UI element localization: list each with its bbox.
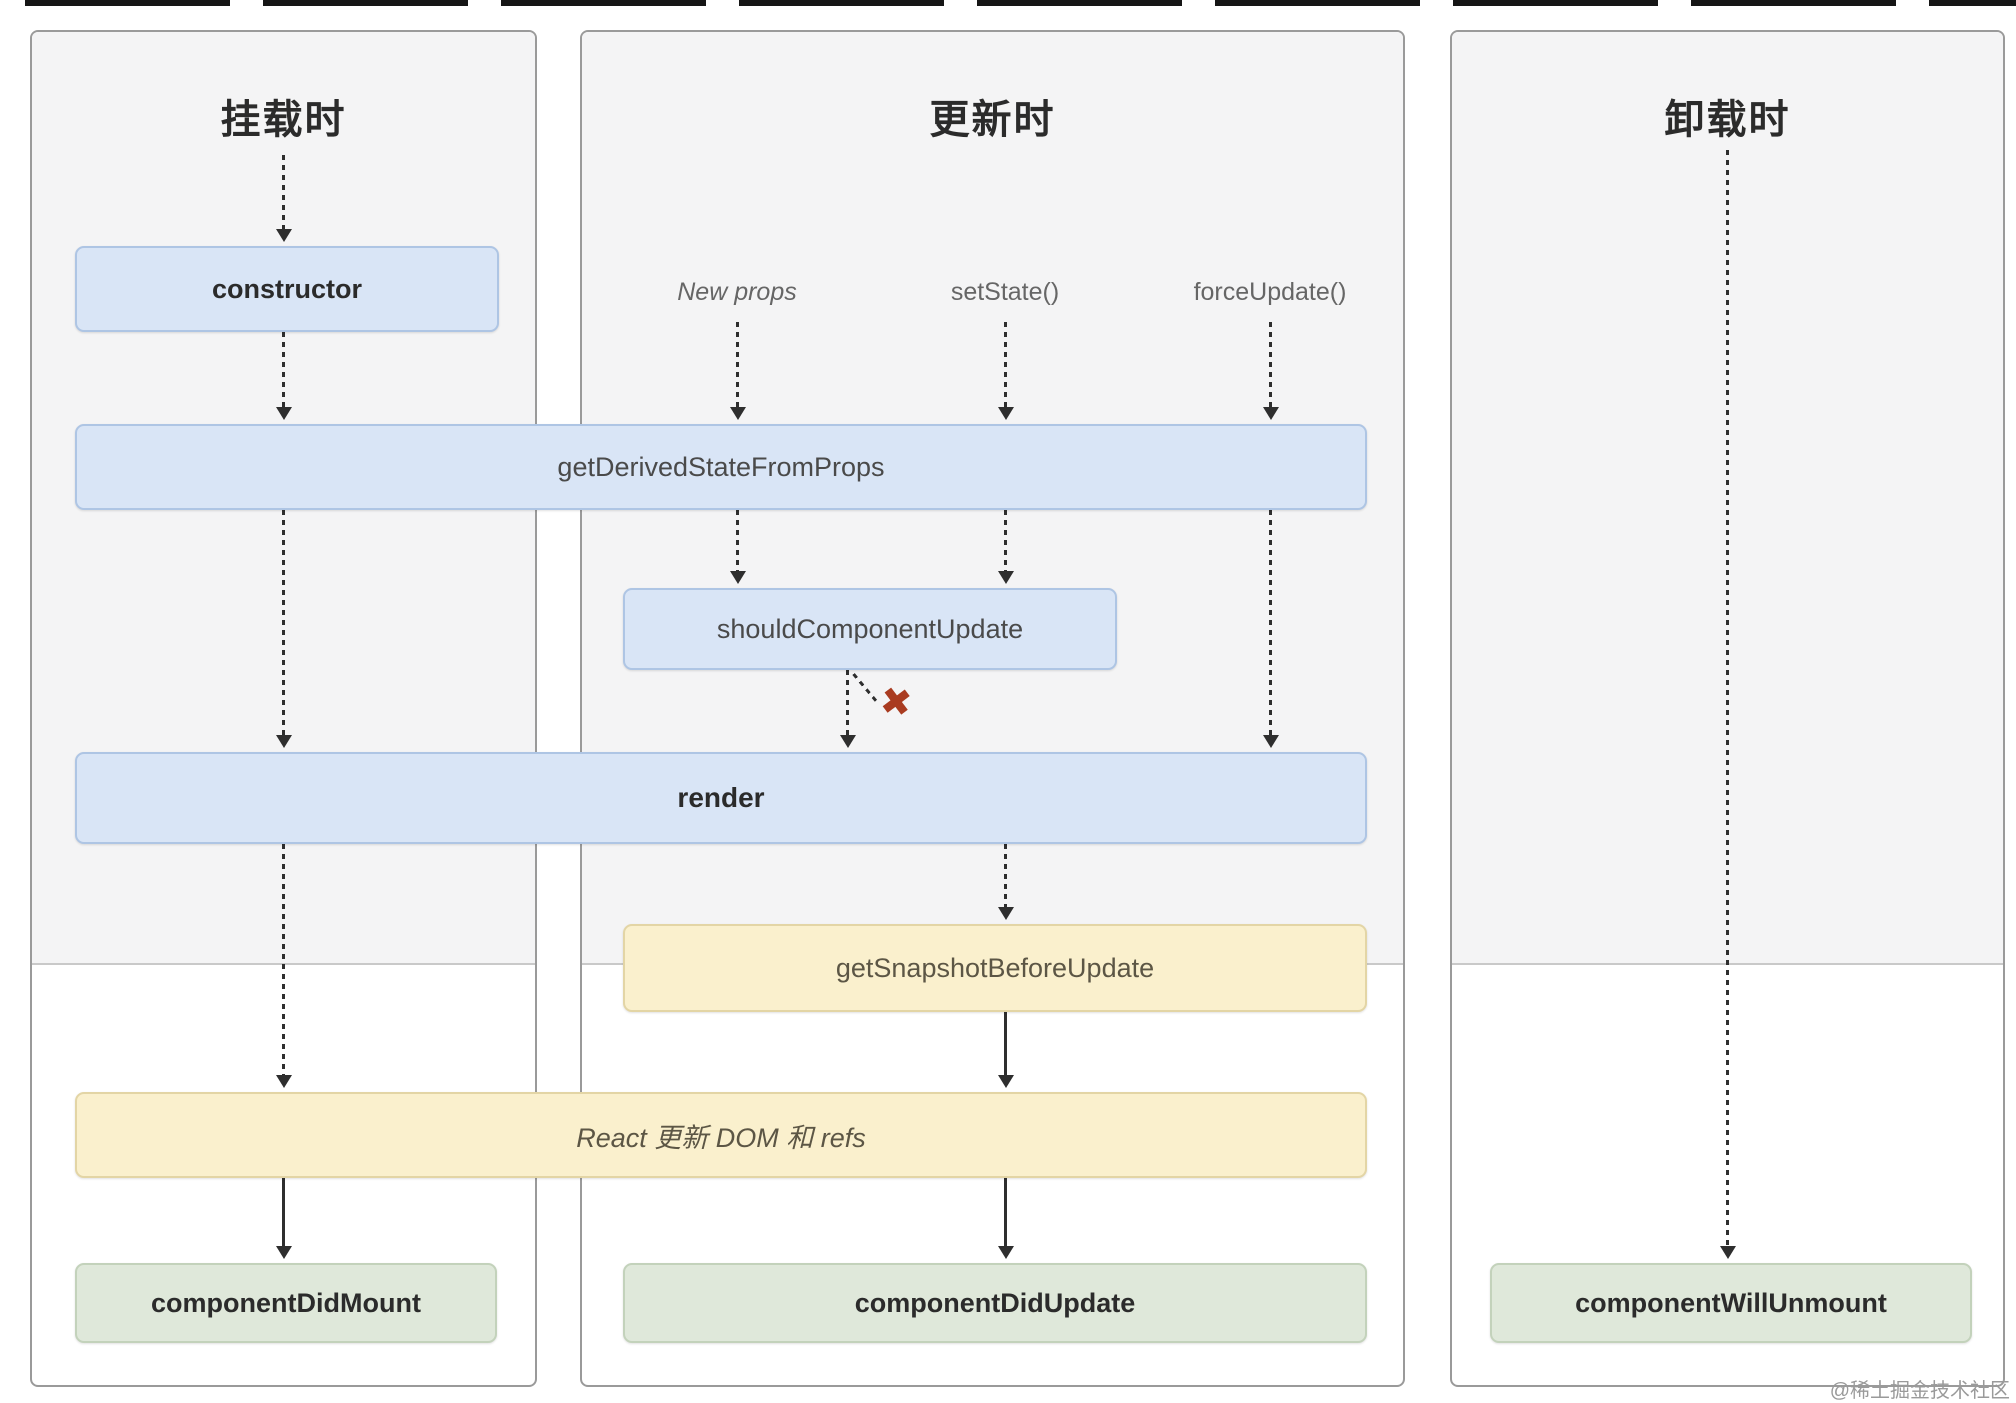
arrowhead-icon	[1262, 407, 1279, 420]
arrow-getderived-to-shouldupdate-right	[997, 510, 1014, 584]
arrow-getsnapshot-to-reactupdates	[997, 1012, 1014, 1088]
arrow-render-to-reactupdates-mounting	[275, 844, 292, 1088]
trigger-set-state: setState()	[950, 278, 1060, 306]
arrowhead-icon	[997, 1246, 1014, 1259]
arrowhead-icon	[275, 735, 292, 748]
box-get-derived-state-from-props: getDerivedStateFromProps	[75, 424, 1367, 510]
box-react-updates-dom-refs: React 更新 DOM 和 refs	[75, 1092, 1367, 1178]
top-crop-strip	[25, 0, 2016, 6]
cancel-x-icon: ✖	[877, 679, 915, 727]
panel-updating-title: 更新时	[929, 98, 1056, 142]
trigger-force-update: forceUpdate()	[1193, 278, 1347, 306]
arrow-newprops-to-getderived	[729, 322, 746, 420]
panel-unmounting-title: 卸载时	[1664, 98, 1791, 142]
panel-mounting-title: 挂载时	[220, 98, 347, 142]
arrowhead-icon	[997, 1075, 1014, 1088]
arrow-reactupdates-to-didupdate	[997, 1178, 1014, 1259]
arrowhead-icon	[729, 407, 746, 420]
box-constructor: constructor	[75, 246, 499, 332]
arrowhead-icon	[275, 1075, 292, 1088]
arrow-constructor-to-getderived	[275, 332, 292, 420]
arrowhead-icon	[997, 571, 1014, 584]
arrowhead-icon	[275, 1246, 292, 1259]
arrowhead-icon	[839, 735, 856, 748]
box-component-did-mount: componentDidMount	[75, 1263, 497, 1343]
arrow-setstate-to-getderived	[997, 322, 1014, 420]
arrow-forceupdate-to-getderived	[1262, 322, 1279, 420]
arrow-getderived-to-shouldupdate-left	[729, 510, 746, 584]
arrow-mounting-start	[275, 155, 292, 242]
arrowhead-icon	[997, 407, 1014, 420]
arrowhead-icon	[1719, 1246, 1736, 1259]
panel-updating: 更新时	[580, 30, 1405, 1387]
box-get-snapshot-before-update: getSnapshotBeforeUpdate	[623, 924, 1367, 1012]
arrowhead-icon	[275, 407, 292, 420]
watermark: @稀土掘金技术社区	[1829, 1380, 2010, 1402]
trigger-new-props: New props	[677, 278, 797, 306]
arrow-unmounting-to-willunmount	[1719, 150, 1736, 1259]
arrow-reactupdates-to-didmount	[275, 1178, 292, 1259]
arrowhead-icon	[997, 907, 1014, 920]
arrow-getderived-to-render-mounting	[275, 510, 292, 748]
arrowhead-icon	[729, 571, 746, 584]
arrowhead-icon	[275, 229, 292, 242]
arrow-forceupdate-bypass-to-render	[1262, 510, 1279, 748]
arrowhead-icon	[1262, 735, 1279, 748]
box-component-did-update: componentDidUpdate	[623, 1263, 1367, 1343]
arrow-shouldupdate-to-render	[839, 670, 856, 748]
box-component-will-unmount: componentWillUnmount	[1490, 1263, 1972, 1343]
arrow-render-to-getsnapshot	[997, 844, 1014, 920]
box-render: render	[75, 752, 1367, 844]
box-should-component-update: shouldComponentUpdate	[623, 588, 1117, 670]
